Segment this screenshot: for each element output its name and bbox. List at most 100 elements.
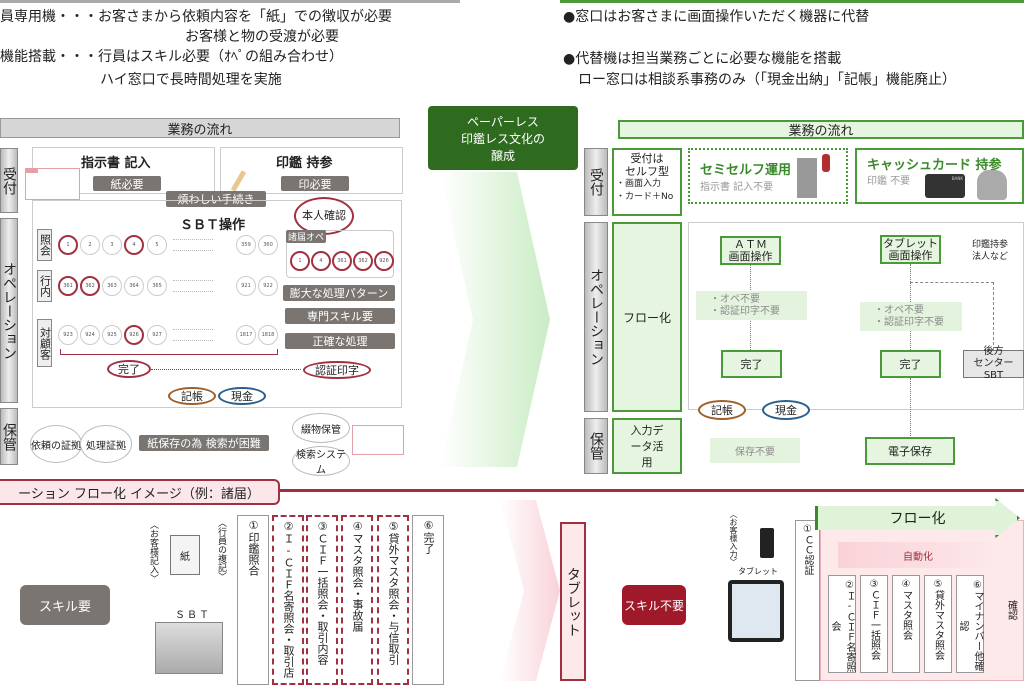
cert-print-bubble: 認証印字 [303, 361, 371, 379]
e-storage-line [910, 378, 911, 436]
no-storage-box: 保存不要 [710, 438, 800, 463]
consultation-figure-icon [977, 170, 1007, 200]
notification-ops-label: 諸届オペ [286, 230, 326, 243]
left-side-operation: オペレーション [0, 218, 18, 403]
backoffice-l2: センターSBT [973, 358, 1014, 381]
number-circle: 364 [124, 276, 144, 296]
cashcard-title: キャッシュカード 持参 [867, 158, 1002, 173]
row-label: 行内 [37, 270, 52, 302]
top-rule-right [560, 0, 1024, 3]
paper-required-tag: 紙必要 [93, 176, 161, 191]
top-left-line1: 員専用機・・・お客さまから依頼内容を「紙」での徴収が必要 [0, 9, 392, 25]
top-right-line1: ●窓口はお客さまに画面操作いただく機器に代替 [563, 9, 870, 25]
tag-huge-patterns: 膨大な処理パターン [283, 285, 395, 301]
top-right-line2: ●代替機は担当業務ごとに必要な機能を搭載 [563, 51, 842, 67]
right-passbook-bubble: 記帳 [698, 400, 746, 420]
atm-done-box: 完了 [721, 350, 782, 378]
seal-corp-note: 印鑑持参法人など [972, 239, 1008, 263]
skill-required-badge: スキル要 [20, 585, 110, 625]
semiself-box: セミセルフ運用 指示書 記入不要 [688, 148, 848, 204]
paper-form-icon [25, 168, 80, 200]
cashcard-sub: 印鑑 不要 [867, 176, 911, 187]
left-done-bubble: 完了 [107, 360, 151, 378]
tablet-device-icon [728, 580, 784, 642]
self-reception-b1: ・画面入力 [616, 179, 662, 189]
right-side-operation: オペレーション [584, 222, 608, 412]
done-to-cert-arrow [151, 369, 301, 370]
tablet-label: タブレット [738, 567, 778, 576]
process-evidence-bubble: 処理証拠 [80, 425, 132, 463]
atm-machine-icon [797, 158, 817, 198]
tablet-vertical-bar: タブレット [560, 522, 586, 681]
staff-figure-icon [822, 154, 830, 172]
number-circle: 4 [124, 235, 144, 255]
auto-procedure-column: ⑤貸外マスタ照会 [924, 575, 952, 673]
atm-note1: ・オペ不要 [710, 294, 760, 305]
row-label: 照会 [37, 229, 52, 261]
transition-arrow-green [440, 172, 550, 467]
notification-number-circle: 4 [311, 251, 331, 271]
number-circle: 921 [236, 276, 256, 296]
number-circle: 922 [258, 276, 278, 296]
bottom-rule [0, 489, 1024, 492]
number-circle: 360 [258, 235, 278, 255]
left-side-storage: 保管 [0, 408, 18, 465]
number-circle: 2 [80, 235, 100, 255]
input-data-box: 入力データ活用 [612, 418, 682, 474]
left-cash-bubble: 現金 [218, 387, 266, 405]
left-flow-header: 業務の流れ [0, 118, 400, 138]
tag-accurate-processing: 正確な処理 [285, 333, 395, 349]
sbt-terminal-icon [155, 622, 223, 674]
cashcard-box: キャッシュカード 持参 印鑑 不要 BANK [855, 148, 1024, 204]
number-circle: 362 [80, 276, 100, 296]
sbt-operation-title: ＳＢＴ操作 [180, 218, 246, 233]
form-entry-box: 指示書 記入 紙必要 [32, 147, 215, 194]
top-left-line3: 機能搭載・・・行員はスキル必要（ｵﾍﾟの組み合わせ） [0, 49, 343, 65]
confirm-label: 確認 [1005, 600, 1017, 620]
right-flow-header: 業務の流れ [618, 120, 1024, 139]
procedure-column: ③ＣＩＦ一括照会・取引内容 [306, 515, 338, 685]
tablet-note2: ・認証印字不要 [874, 317, 944, 328]
automation-band: 自動化 [838, 542, 998, 568]
number-circle: 927 [147, 325, 167, 345]
atm-note2: ・認証印字不要 [710, 306, 780, 317]
number-circle: 1817 [236, 325, 256, 345]
backoffice-dashed-line [910, 282, 994, 350]
form-entry-title: 指示書 記入 [81, 156, 151, 171]
ellipsis-dots [173, 329, 213, 341]
notification-number-circle: 926 [374, 251, 394, 271]
number-circle: 924 [80, 325, 100, 345]
request-evidence-bubble: 依頼の証拠 [30, 425, 82, 463]
paper-form-icon-bottom: 紙 [170, 535, 200, 575]
search-system-bubble: 検索システム [292, 446, 350, 476]
notification-number-circle: 362 [353, 251, 373, 271]
binder-storage-bubble: 綴物保管 [292, 413, 350, 443]
tablet-l2: 画面操作 [888, 248, 933, 262]
procedure-column: ⑥完了 [412, 515, 444, 685]
number-circle: 923 [58, 325, 78, 345]
semiself-sub: 指示書 記入不要 [700, 182, 774, 193]
left-side-reception: 受付 [0, 148, 18, 213]
self-reception-l1: 受付は [630, 152, 664, 165]
customer-input-label: 〈お客様入力〉 [729, 510, 738, 566]
ellipsis-dots [173, 280, 213, 292]
auto-procedure-column: ③ＣＩＦ一括照会 [860, 575, 888, 673]
backoffice-l1: 後方 [983, 346, 1004, 357]
right-side-storage: 保管 [584, 418, 608, 474]
bank-card-icon: BANK [925, 174, 965, 198]
number-circle: 361 [58, 276, 78, 296]
right-cash-bubble: 現金 [762, 400, 810, 420]
cc-auth-column: ①ＣＣ認証 [795, 520, 820, 681]
self-reception-b2: ・カード＋No [616, 192, 674, 202]
tablet-notes: ・オペ不要・認証印字不要 [860, 302, 962, 331]
atm-notes: ・オペ不要・認証印字不要 [696, 291, 807, 320]
number-circle: 5 [147, 235, 167, 255]
seal-bring-title: 印鑑 持参 [276, 156, 333, 171]
seal-corp-l1: 印鑑持参 [972, 240, 1009, 250]
number-circle: 363 [102, 276, 122, 296]
notification-number-circle: 361 [332, 251, 352, 271]
seal-required-tag: 印必要 [281, 176, 349, 191]
auto-procedure-column: ②Ｉ-ＣＩＦ名寄照会 [828, 575, 856, 673]
center-title-3: 醸成 [490, 148, 515, 163]
